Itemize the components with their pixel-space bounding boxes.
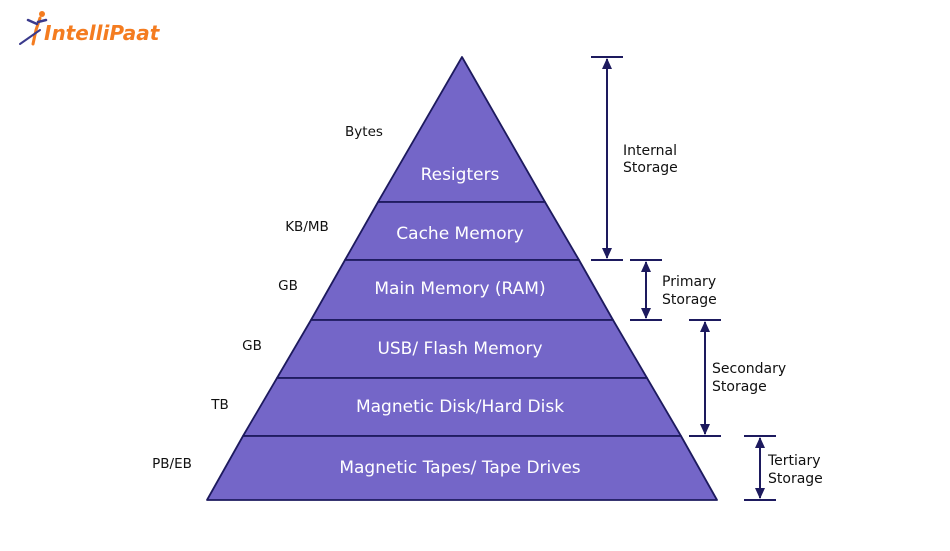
intellipaat-logo: IntelliPaat: [19, 11, 161, 46]
logo-wordmark: IntelliPaat: [44, 21, 161, 45]
capacity-label: GB: [278, 278, 298, 294]
layer-label: Magnetic Disk/Hard Disk: [356, 397, 564, 417]
arrow-up-head: [602, 58, 612, 69]
range-arrows: [591, 56, 776, 501]
arrow-up-head: [641, 261, 651, 272]
range-label: Internal: [623, 143, 677, 159]
capacity-label: TB: [210, 397, 229, 413]
secondary-storage-range-arrow: [689, 319, 721, 437]
person-logo-icon: [19, 11, 48, 46]
capacity-label: Bytes: [345, 124, 383, 140]
range-labels: Internal Storage Primary Storage Seconda…: [623, 143, 823, 487]
layer-label: Resigters: [421, 165, 500, 185]
arrow-up-head: [755, 437, 765, 448]
range-label: Storage: [712, 379, 767, 395]
range-label: Storage: [768, 471, 823, 487]
capacity-label: PB/EB: [152, 456, 192, 472]
layer-label: Cache Memory: [396, 224, 523, 244]
layer-label: Magnetic Tapes/ Tape Drives: [339, 458, 580, 478]
pyramid-layer-tape: [206, 435, 718, 501]
layer-label: USB/ Flash Memory: [377, 339, 542, 359]
arrow-down-head: [755, 488, 765, 499]
arrow-down-head: [641, 308, 651, 319]
internal-storage-range-arrow: [591, 56, 623, 261]
range-label: Storage: [662, 292, 717, 308]
range-label: Storage: [623, 160, 678, 176]
capacity-labels: Bytes KB/MB GB GB TB PB/EB: [152, 124, 383, 472]
pyramid: Resigters Cache Memory Main Memory (RAM)…: [206, 56, 718, 501]
capacity-label: KB/MB: [285, 219, 329, 235]
primary-storage-range-arrow: [630, 259, 662, 321]
capacity-label: GB: [242, 338, 262, 354]
layer-label: Main Memory (RAM): [374, 279, 545, 299]
tertiary-storage-range-arrow: [744, 435, 776, 501]
arrow-down-head: [700, 424, 710, 435]
arrow-down-head: [602, 248, 612, 259]
range-label: Secondary: [712, 361, 786, 377]
range-label: Tertiary: [767, 453, 821, 469]
range-label: Primary: [662, 274, 716, 290]
arrow-up-head: [700, 321, 710, 332]
